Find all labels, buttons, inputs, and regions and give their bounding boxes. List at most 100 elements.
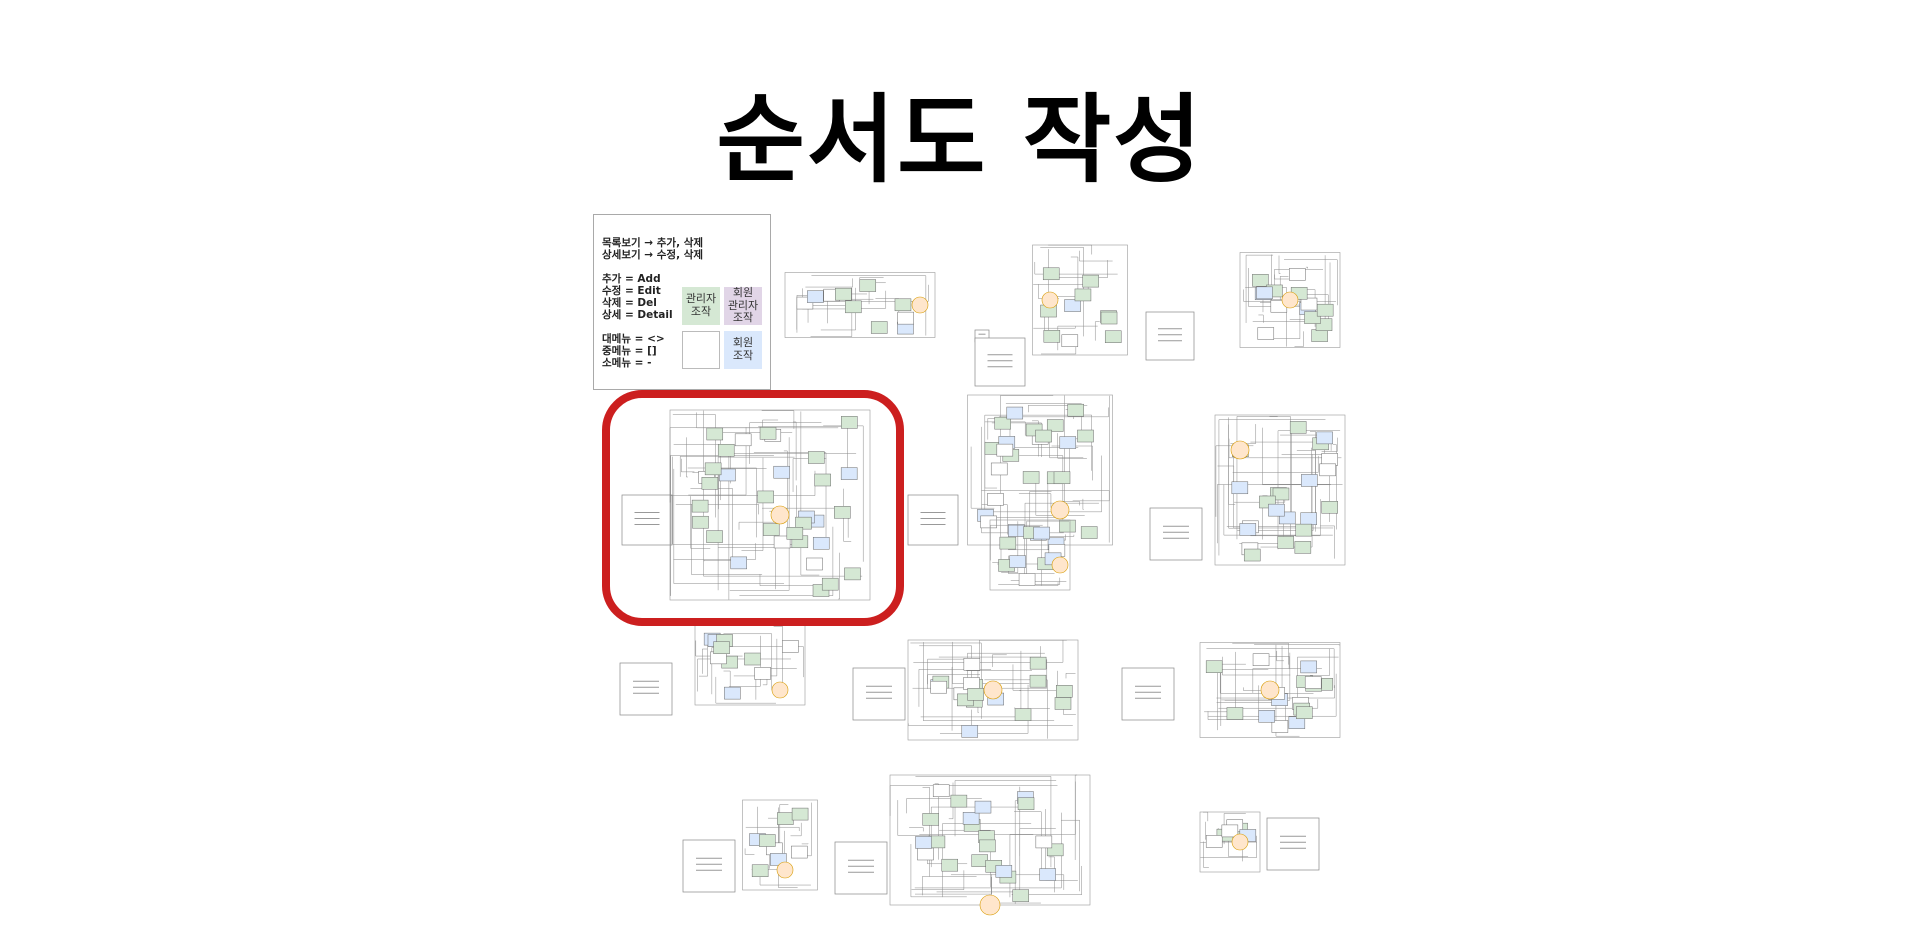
flow-node xyxy=(1268,503,1285,517)
flow-frame-line xyxy=(1199,642,1341,738)
flow-node xyxy=(990,462,1008,476)
note-box xyxy=(1145,311,1195,361)
flow-node xyxy=(950,794,968,808)
connector-line xyxy=(1048,244,1093,255)
flow-node xyxy=(971,854,988,867)
swatch-label: 회원 관리자 조작 xyxy=(727,286,759,325)
flow-node xyxy=(706,427,724,441)
flow-node xyxy=(1321,501,1338,514)
connector-line xyxy=(686,437,688,478)
connector-line xyxy=(1310,648,1330,676)
flow-node xyxy=(932,784,950,797)
connector-line xyxy=(1032,420,1039,457)
flow-node xyxy=(762,523,780,536)
note-box xyxy=(907,494,959,546)
flow-node xyxy=(814,473,831,487)
flow-node xyxy=(1035,429,1052,443)
flow-node xyxy=(962,812,980,825)
connector-line xyxy=(984,441,998,489)
legend-line: 소메뉴 = - xyxy=(602,357,652,369)
connector-line xyxy=(1029,491,1052,534)
flow-frame-line xyxy=(742,799,818,891)
connector-line xyxy=(749,422,822,464)
flow-node xyxy=(1053,471,1071,484)
connector-line xyxy=(779,804,789,861)
highlight-rectangle xyxy=(602,390,904,626)
connector-line xyxy=(1218,419,1326,556)
connector-line xyxy=(1245,254,1274,323)
flow-node xyxy=(1258,710,1275,723)
flow-node xyxy=(1009,555,1026,568)
flow-node xyxy=(1080,526,1098,539)
decision-node xyxy=(1050,500,1070,520)
connector-line xyxy=(1014,800,1029,904)
flow-node xyxy=(724,686,741,700)
connector-line xyxy=(906,798,982,814)
flow-frame-line xyxy=(784,272,936,338)
note-box xyxy=(974,337,1026,387)
connector-line xyxy=(911,870,965,890)
connector-line xyxy=(793,421,797,481)
connector-line xyxy=(1206,648,1335,689)
flow-node xyxy=(1272,487,1290,501)
connector-line xyxy=(984,679,1048,739)
connector-line xyxy=(1275,644,1300,737)
flow-node xyxy=(1029,656,1047,670)
flow-node xyxy=(870,321,888,334)
flow-node xyxy=(1104,330,1122,343)
swatch-label: 회원 조작 xyxy=(732,336,754,362)
flow-node xyxy=(1029,674,1047,688)
connector-line xyxy=(690,496,711,549)
connector-line xyxy=(1252,668,1322,693)
connector-line xyxy=(1228,839,1249,857)
connector-line xyxy=(923,642,1055,721)
flow-frame-line xyxy=(967,394,1113,546)
connector-line xyxy=(1305,266,1308,269)
connector-line xyxy=(745,826,800,832)
legend-line: 목록보기 → 추가, 삭제 xyxy=(602,237,704,249)
connector-line xyxy=(773,626,783,684)
connector-line xyxy=(1035,582,1059,586)
flow-node xyxy=(974,800,992,814)
flow-node xyxy=(1017,797,1035,810)
connector-line xyxy=(1057,433,1087,459)
decision-node xyxy=(1231,833,1249,851)
connector-line xyxy=(1218,699,1319,709)
connector-line xyxy=(1063,709,1076,715)
note-box xyxy=(1266,817,1320,871)
flow-node xyxy=(704,462,722,476)
connector-line xyxy=(1278,255,1281,274)
connector-line xyxy=(967,652,1045,684)
flow-node xyxy=(1300,297,1318,311)
flow-node xyxy=(1300,512,1317,525)
connector-line xyxy=(948,782,954,820)
connector-line xyxy=(952,641,1030,684)
connector-line xyxy=(1228,417,1248,529)
flow-node xyxy=(1042,267,1060,281)
connector-line xyxy=(1224,652,1291,701)
connector-line xyxy=(838,552,840,600)
flow-node xyxy=(730,556,748,570)
decision-node xyxy=(776,861,794,879)
flow-node xyxy=(1252,653,1270,666)
connector-line xyxy=(1258,314,1264,323)
connector-line xyxy=(1060,501,1080,506)
connector-line xyxy=(803,284,929,302)
connector-line xyxy=(1243,687,1263,691)
flow-node xyxy=(963,677,980,690)
flow-node xyxy=(1022,471,1040,484)
connector-line xyxy=(768,853,770,869)
flow-node xyxy=(1243,548,1261,562)
flow-node xyxy=(1100,311,1118,325)
flow-node xyxy=(1012,889,1030,902)
flow-node xyxy=(1061,334,1079,347)
connector-line xyxy=(1024,502,1099,527)
legend-swatch-member-admin: 회원 관리자 조작 xyxy=(724,286,762,325)
flow-node xyxy=(759,427,777,440)
flow-node xyxy=(759,834,776,847)
legend-line: 대메뉴 = <> xyxy=(602,333,665,345)
flow-node xyxy=(734,433,752,447)
note-box xyxy=(1149,507,1203,561)
connector-line xyxy=(1208,673,1337,717)
legend-line: 수정 = Edit xyxy=(602,285,661,297)
